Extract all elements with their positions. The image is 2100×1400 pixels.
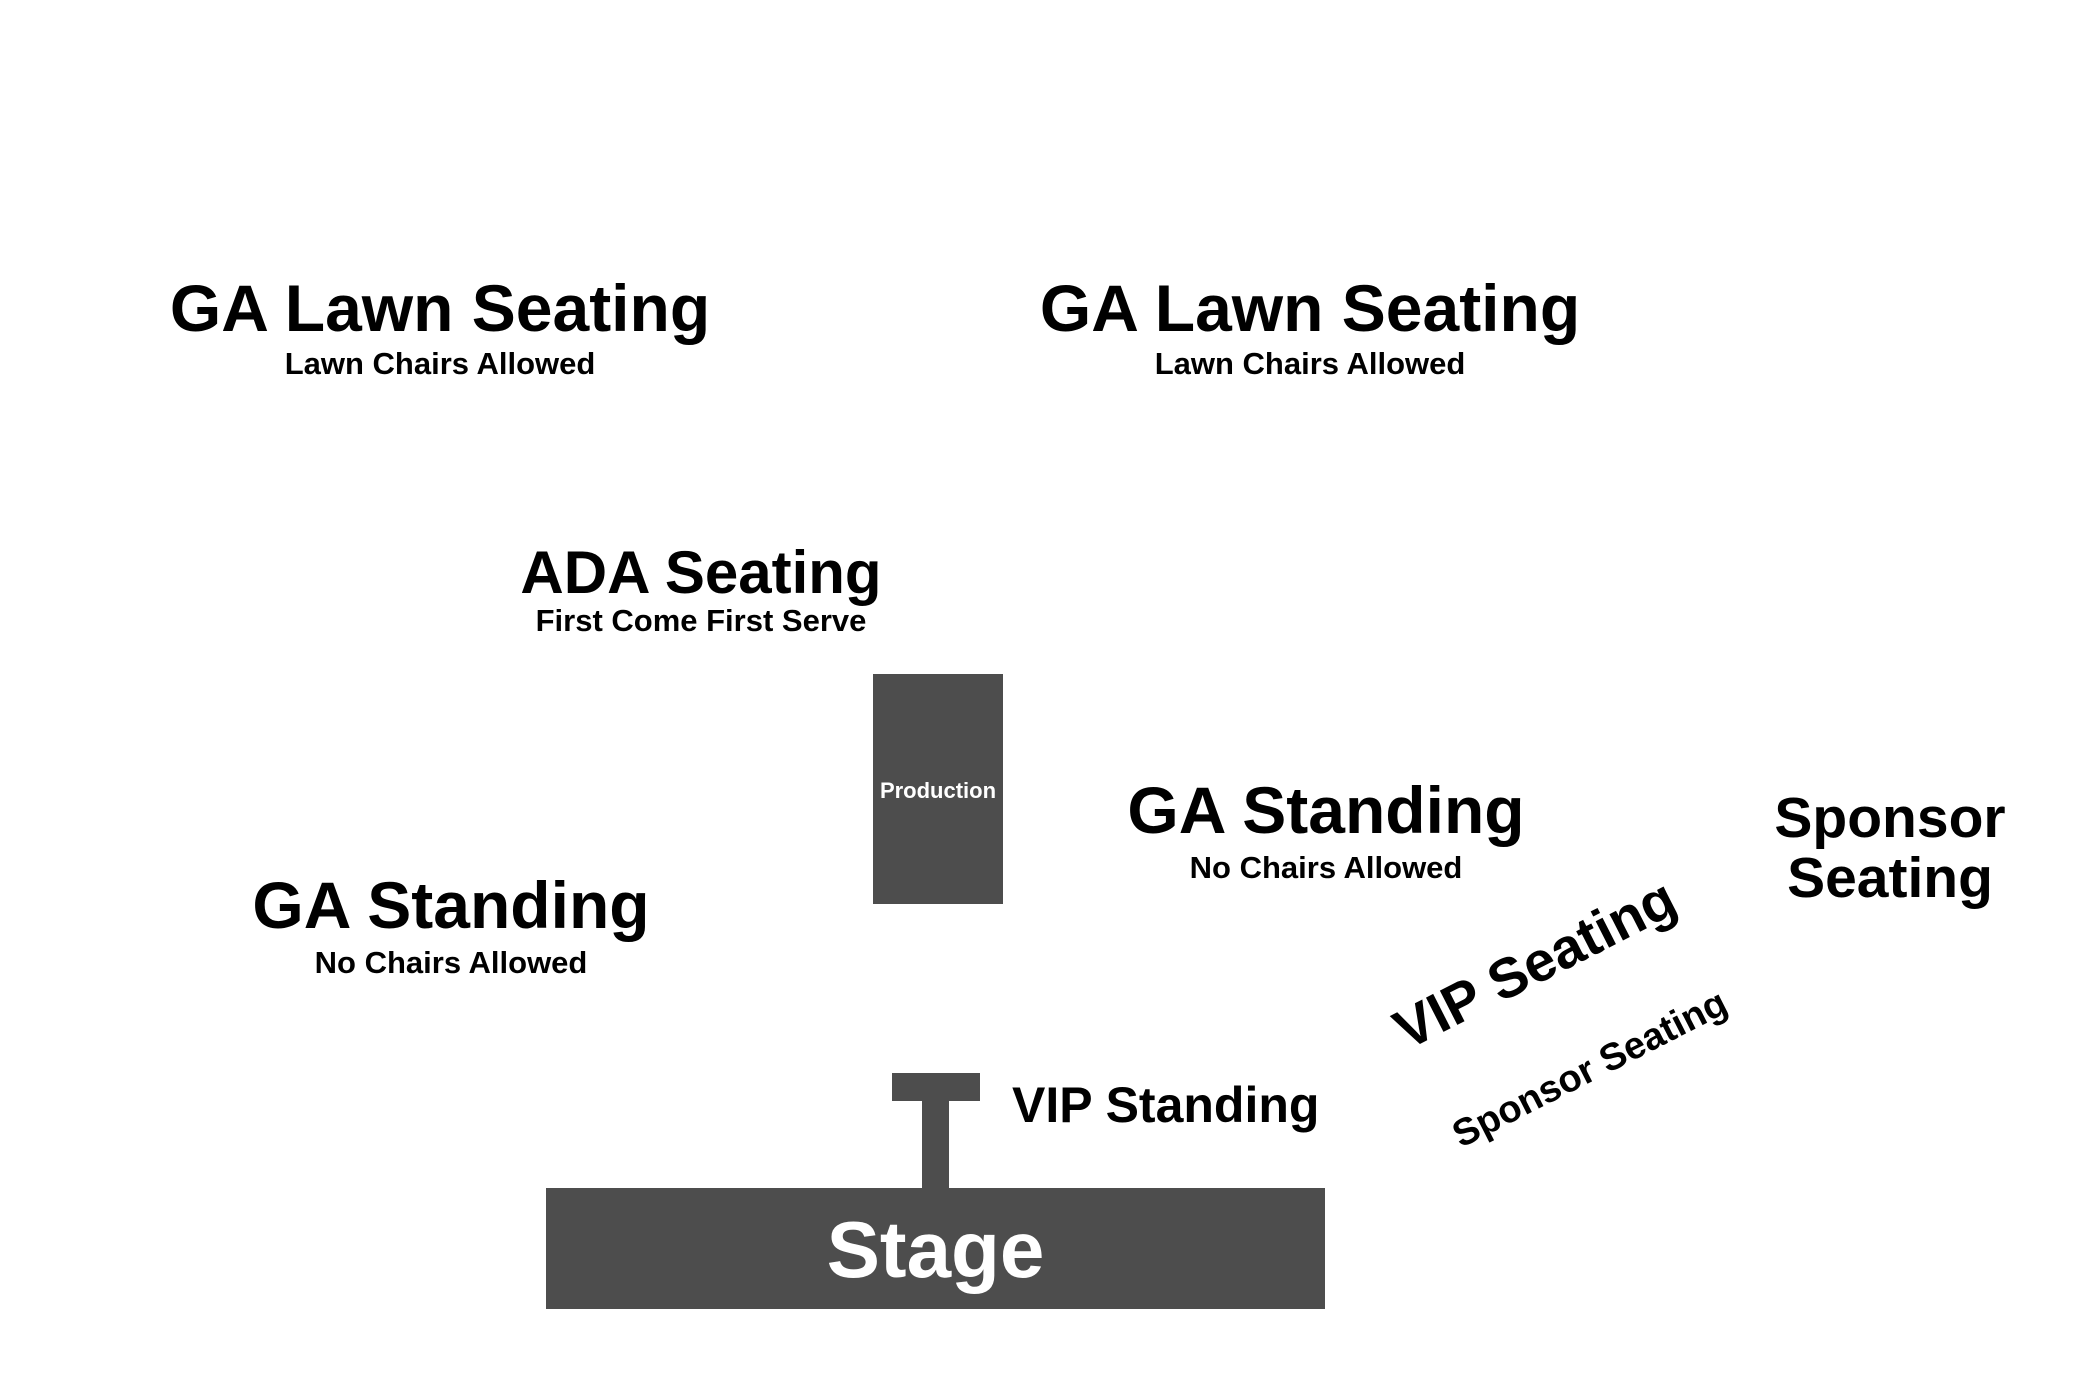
ga-lawn-seating-right-title: GA Lawn Seating <box>1039 271 1581 345</box>
ada-seating-subtitle: First Come First Serve <box>535 603 867 638</box>
catwalk-stem <box>922 1099 949 1191</box>
production-label: Production <box>879 778 997 803</box>
stage-label: Stage <box>826 1205 1045 1294</box>
ga-lawn-seating-left-subtitle: Lawn Chairs Allowed <box>284 346 596 381</box>
ga-standing-right-subtitle: No Chairs Allowed <box>1189 850 1463 885</box>
stage <box>546 1188 1325 1309</box>
catwalk-top <box>892 1073 980 1101</box>
ada-seating-title: ADA Seating <box>520 539 882 606</box>
sponsor-seating-right-line2: Seating <box>1787 846 1993 910</box>
ga-standing-left-subtitle: No Chairs Allowed <box>314 945 588 980</box>
ga-lawn-seating-right-subtitle: Lawn Chairs Allowed <box>1154 346 1466 381</box>
sponsor-seating-right-line1: Sponsor <box>1774 786 2006 850</box>
ga-standing-left-title: GA Standing <box>252 868 650 942</box>
vip-standing-title: VIP Standing <box>1012 1077 1320 1133</box>
ga-lawn-seating-left-title: GA Lawn Seating <box>169 271 711 345</box>
ga-standing-right-title: GA Standing <box>1127 773 1525 847</box>
production-booth <box>873 674 1003 904</box>
